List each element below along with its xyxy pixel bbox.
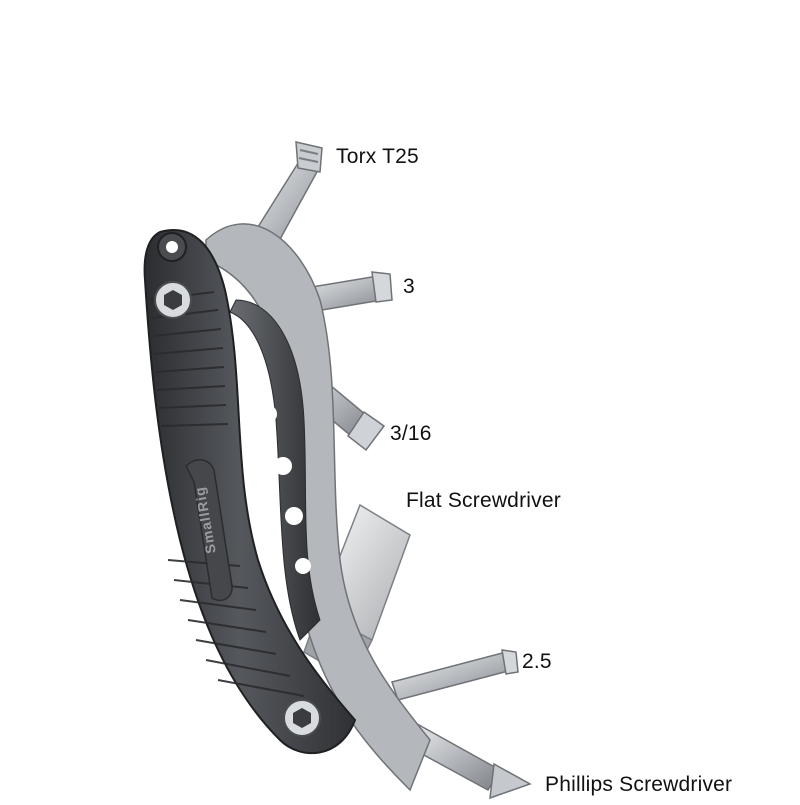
inner-frame: [205, 223, 431, 792]
handle-body: [143, 229, 357, 754]
label-hex-3-16: 3/16: [390, 422, 432, 445]
label-hex-3: 3: [403, 275, 415, 298]
label-torx-t25: Torx T25: [336, 145, 419, 168]
label-hex-2-5: 2.5: [522, 650, 552, 673]
hex-2-5-bit: [391, 649, 519, 701]
label-phillips-screwdriver: Phillips Screwdriver: [545, 773, 733, 796]
label-flat-screwdriver: Flat Screwdriver: [406, 489, 561, 512]
